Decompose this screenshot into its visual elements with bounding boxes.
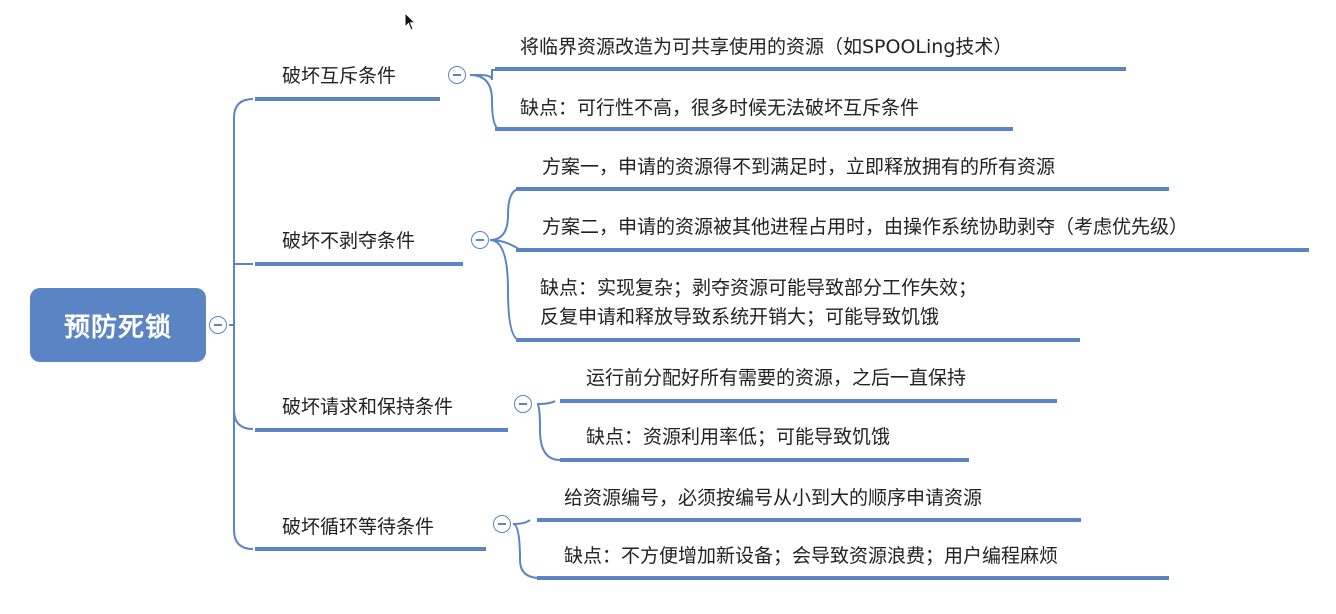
root-label: 预防死锁 xyxy=(63,312,172,343)
branch-collapse-icon[interactable] xyxy=(493,515,511,533)
leaf-underlines xyxy=(495,67,1309,580)
branch-no-preemption[interactable]: 破坏不剥夺条件 xyxy=(282,230,416,252)
mouse-cursor-icon xyxy=(404,12,416,31)
leaf-line: 缺点：实现复杂；剥夺资源可能导致部分工作失效； xyxy=(540,277,978,299)
branch-collapse-icon[interactable] xyxy=(448,66,466,84)
branch-collapse-icon[interactable] xyxy=(471,231,489,249)
branch-mutual-exclusion[interactable]: 破坏互斥条件 xyxy=(282,65,397,87)
branch-hold-and-wait[interactable]: 破坏请求和保持条件 xyxy=(282,396,454,418)
root-connectors xyxy=(229,98,254,550)
leaf-item[interactable]: 方案二，申请的资源被其他进程占用时，由操作系统协助剥夺（考虑优先级） xyxy=(542,216,1189,238)
leaf-item[interactable]: 运行前分配好所有需要的资源，之后一直保持 xyxy=(586,367,967,389)
root-collapse-icon[interactable] xyxy=(209,316,227,334)
leaf-item[interactable]: 缺点：资源利用率低；可能导致饥饿 xyxy=(586,426,891,448)
root-node[interactable]: 预防死锁 xyxy=(30,288,206,362)
leaf-item[interactable]: 方案一，申请的资源得不到满足时，立即释放拥有的所有资源 xyxy=(542,156,1056,178)
leaf-item[interactable]: 缺点：可行性不高，很多时候无法破坏互斥条件 xyxy=(520,97,920,119)
leaf-line: 反复申请和释放导致系统开销大；可能导致饥饿 xyxy=(540,306,940,328)
branch-underlines xyxy=(255,97,508,551)
leaf-item[interactable]: 缺点：不方便增加新设备；会导致资源浪费；用户编程麻烦 xyxy=(564,545,1059,567)
branch-circular-wait[interactable]: 破坏循环等待条件 xyxy=(282,516,435,538)
leaf-item[interactable]: 将临界资源改造为可共享使用的资源（如SPOOLing技术） xyxy=(520,36,1013,58)
branch-collapse-icon[interactable] xyxy=(514,395,532,413)
leaf-item[interactable]: 给资源编号，必须按编号从小到大的顺序申请资源 xyxy=(564,487,983,509)
leaf-item-multiline[interactable]: 缺点：实现复杂；剥夺资源可能导致部分工作失效； 反复申请和释放导致系统开销大；可… xyxy=(540,274,977,332)
